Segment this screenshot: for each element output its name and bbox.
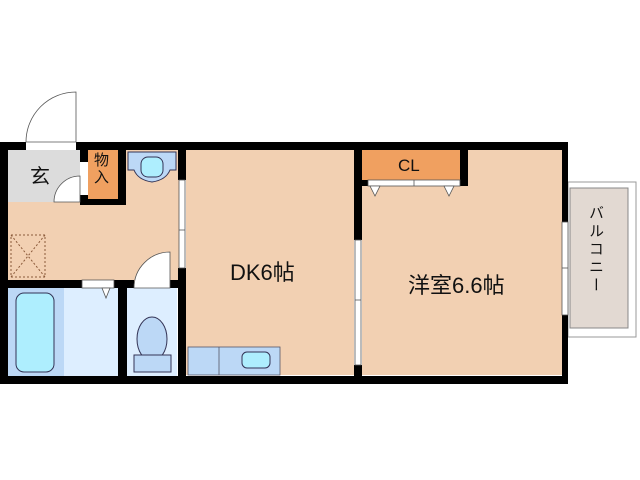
balcony-window: [561, 221, 569, 316]
entrance-doorway: [26, 142, 76, 150]
walls: [0, 142, 568, 384]
western-room-label: 洋室6.6帖: [408, 273, 505, 298]
room-sliding-door: [354, 239, 362, 366]
storage-label: 物入: [92, 152, 110, 186]
balcony-label: バルコニー: [587, 205, 605, 295]
toilet-bowl: [136, 316, 168, 362]
closet-label: CL: [398, 156, 420, 175]
genkan-label: 玄: [30, 164, 50, 188]
washbasin-bowl: [140, 156, 164, 178]
kitchen-sink: [241, 351, 271, 369]
bath-sliding-door: [81, 279, 115, 289]
dk-floor: [186, 150, 354, 375]
bathtub: [15, 292, 55, 373]
fixtures: [15, 151, 281, 376]
balcony-floor: [569, 187, 629, 329]
closet-floor: [362, 150, 462, 180]
genkan-door-swing: [53, 175, 81, 203]
openings: [25, 91, 569, 366]
toilet-door-swing: [133, 251, 171, 289]
western-room-floor: [362, 150, 562, 375]
dressing-floor: [64, 288, 118, 376]
floor-hatch: [10, 234, 46, 278]
dk-label: DK6帖: [230, 260, 295, 285]
dk-sliding-door: [178, 179, 186, 269]
storage-floor: [88, 150, 118, 200]
toilet-tank: [133, 354, 172, 373]
entrance-door-swing: [25, 91, 77, 143]
